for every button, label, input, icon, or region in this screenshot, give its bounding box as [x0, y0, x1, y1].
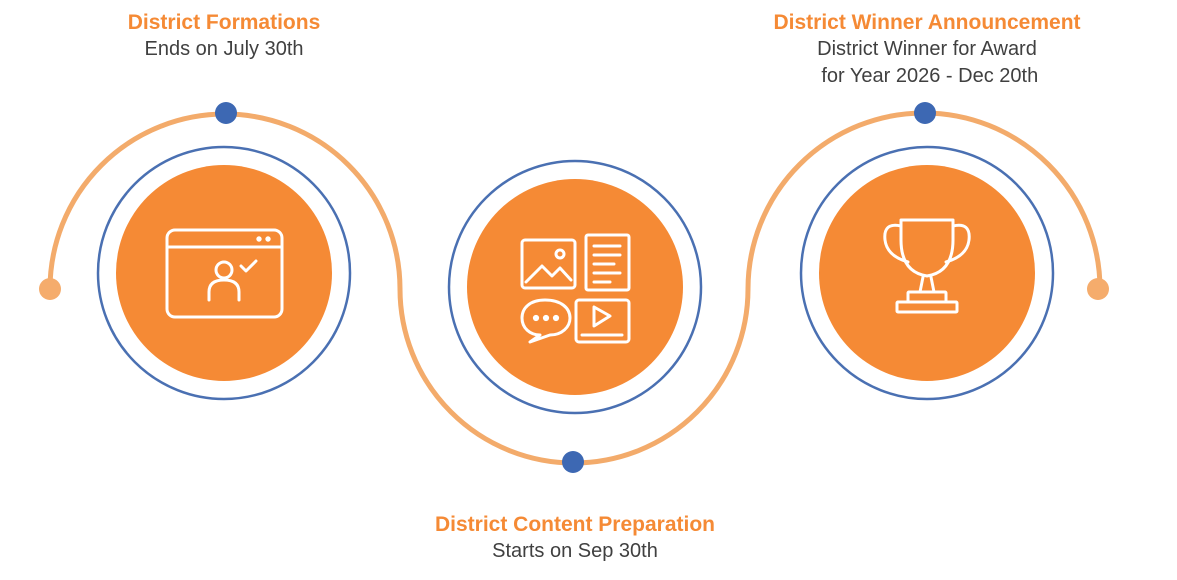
step-title: District Formations: [127, 11, 321, 34]
step-title: District Winner Announcement: [773, 11, 1081, 34]
user-check-window-icon: [165, 228, 284, 319]
milestone-node-formations: [215, 102, 237, 124]
milestone-node-winner: [914, 102, 936, 124]
step-label-content: District Content Preparation Starts on S…: [395, 512, 755, 565]
step-circle-formations: [96, 145, 352, 401]
step-circle-winner: [799, 145, 1055, 401]
step-description-line-1: District Winner for Award: [817, 38, 1037, 60]
step-title: District Content Preparation: [434, 513, 716, 536]
step-description: Ends on July 30th: [144, 38, 304, 60]
content-media-icon: [520, 233, 631, 344]
trophy-icon: [883, 218, 971, 314]
step-description-line-2: for Year 2026 - Dec 20th: [815, 65, 1039, 87]
track-end-dot: [1087, 278, 1109, 300]
track-start-dot: [39, 278, 61, 300]
step-description: Starts on Sep 30th: [492, 540, 658, 562]
step-label-formations: District Formations Ends on July 30th: [104, 10, 344, 63]
milestone-node-content: [562, 451, 584, 473]
step-label-winner: District Winner Announcement District Wi…: [737, 10, 1117, 90]
